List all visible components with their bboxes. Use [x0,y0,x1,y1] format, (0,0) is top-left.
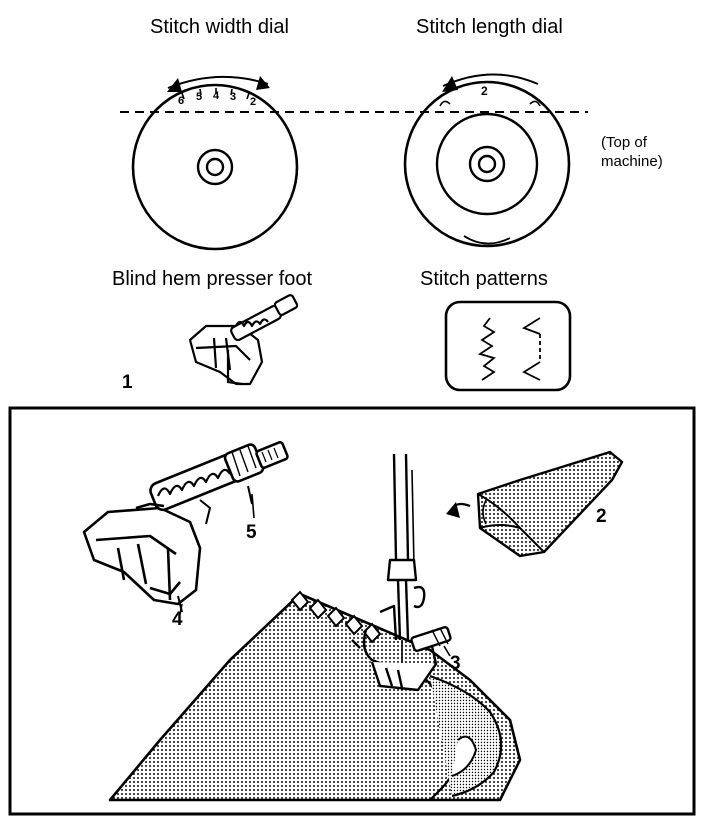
width-scale-5: 5 [196,91,202,103]
folded-fabric-drawing [446,450,624,558]
width-arrow-head-right [256,76,270,90]
blind-hem-presser-foot-title: Blind hem presser foot [112,268,313,290]
callout-4: 4 [172,609,183,630]
callout-2: 2 [596,506,607,527]
callout-3: 3 [450,653,461,674]
stitch-width-dial: 6 5 4 3 2 [131,75,299,251]
length-mark-left [439,100,451,107]
length-arrow [442,73,539,87]
width-scale-4: 4 [213,90,220,102]
stitch-loops [290,590,382,644]
stitch-length-dial: 2 [403,73,571,248]
stitch-patterns-box [444,300,572,392]
top-of-machine-note-line1: (Top of [601,134,647,151]
callout-1: 1 [122,372,133,393]
callout-4-leader [179,603,183,615]
callout-5: 5 [246,522,257,543]
length-bottom-arc [463,235,511,245]
stitch-width-dial-title: Stitch width dial [150,16,289,38]
callout-3-leader [443,645,451,657]
length-arrow-head [442,76,458,92]
callout-5-leader [251,493,255,519]
stitch-length-dial-title: Stitch length dial [416,16,563,38]
blind-stitch-top [521,317,541,335]
width-tick-marks [181,88,250,100]
width-scale-2: 2 [250,96,256,108]
width-arrow-head-left [167,78,182,92]
length-mark-right [529,100,541,107]
zigzag-pattern [477,317,496,381]
lower-frame [8,406,696,816]
width-scale-6: 6 [178,95,184,107]
width-scale-3: 3 [230,91,236,103]
blind-stitch-bottom [522,361,541,381]
top-of-machine-note-line2: machine) [601,153,663,170]
large-presser-foot-drawing [82,441,289,613]
needle-assembly-drawing [351,453,452,692]
length-scale-2: 2 [481,84,488,98]
stitch-patterns-title: Stitch patterns [420,268,548,290]
small-presser-foot-drawing [188,294,299,386]
